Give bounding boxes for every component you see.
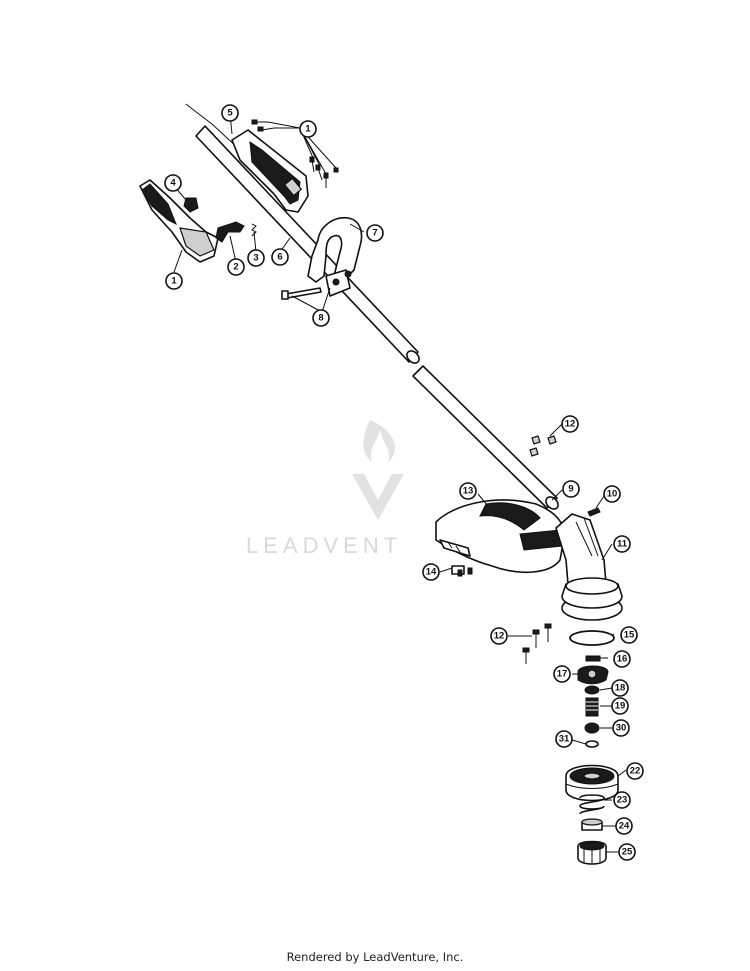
housing-screw bbox=[587, 507, 601, 517]
svg-text:25: 25 bbox=[622, 847, 633, 858]
svg-text:19: 19 bbox=[615, 701, 626, 712]
callout-9: 9 bbox=[562, 480, 580, 498]
svg-text:22: 22 bbox=[630, 766, 641, 777]
callout-22: 22 bbox=[626, 762, 644, 780]
washer-31 bbox=[585, 740, 599, 748]
handle-grip-left bbox=[139, 179, 219, 263]
callout-12: 12 bbox=[561, 415, 579, 433]
svg-text:3: 3 bbox=[253, 253, 258, 264]
guard-screws bbox=[451, 565, 473, 577]
trigger bbox=[215, 221, 245, 243]
callout-16: 16 bbox=[613, 650, 631, 668]
callout-15: 15 bbox=[620, 626, 638, 644]
svg-text:1: 1 bbox=[171, 276, 177, 287]
trimmer-guard bbox=[435, 499, 565, 574]
callout-7: 7 bbox=[366, 224, 384, 242]
svg-text:2: 2 bbox=[233, 262, 238, 273]
spool-spring bbox=[579, 794, 605, 815]
trigger-spring bbox=[251, 223, 257, 237]
svg-text:14: 14 bbox=[426, 567, 437, 578]
svg-text:23: 23 bbox=[617, 795, 628, 806]
svg-text:15: 15 bbox=[624, 630, 635, 641]
callout-4: 4 bbox=[164, 174, 182, 192]
bump-spring bbox=[585, 697, 599, 717]
svg-text:16: 16 bbox=[617, 654, 628, 665]
callout-19: 19 bbox=[611, 697, 629, 715]
footer-credit: Rendered by LeadVenture, Inc. bbox=[286, 950, 464, 964]
callout-3: 3 bbox=[247, 249, 265, 267]
callout-25: 25 bbox=[618, 843, 636, 861]
svg-text:6: 6 bbox=[277, 252, 282, 263]
svg-text:12: 12 bbox=[565, 419, 576, 430]
svg-text:9: 9 bbox=[568, 484, 573, 495]
svg-text:31: 31 bbox=[559, 734, 570, 745]
head-housing bbox=[555, 513, 623, 621]
svg-text:10: 10 bbox=[607, 489, 618, 500]
bump-knob bbox=[577, 840, 607, 865]
spool-cover bbox=[581, 818, 603, 831]
callout-11: 11 bbox=[613, 535, 631, 553]
callout-6: 6 bbox=[271, 248, 289, 266]
lower-shaft bbox=[412, 365, 559, 510]
housing-screws bbox=[251, 119, 339, 188]
callout-10: 10 bbox=[603, 485, 621, 503]
trimmer-spool bbox=[565, 764, 619, 802]
callout-18: 18 bbox=[611, 679, 629, 697]
callout-12: 12 bbox=[490, 627, 508, 645]
upper-shaft bbox=[195, 125, 420, 364]
callout-30: 30 bbox=[612, 719, 630, 737]
handle-housing-right bbox=[231, 129, 309, 213]
shaft-nuts bbox=[529, 435, 557, 457]
callout-17: 17 bbox=[553, 665, 571, 683]
svg-text:8: 8 bbox=[318, 313, 323, 324]
callout-31: 31 bbox=[555, 730, 573, 748]
svg-text:18: 18 bbox=[615, 683, 626, 694]
svg-text:11: 11 bbox=[617, 539, 628, 550]
svg-text:4: 4 bbox=[170, 178, 176, 189]
svg-text:1: 1 bbox=[305, 124, 311, 135]
callout-5: 5 bbox=[221, 104, 239, 122]
watermark: LEADVENT bbox=[246, 420, 404, 558]
watermark-text: LEADVENT bbox=[246, 533, 402, 558]
callout-23: 23 bbox=[613, 791, 631, 809]
callout-13: 13 bbox=[459, 482, 477, 500]
callout-8: 8 bbox=[312, 309, 330, 327]
callout-1: 1 bbox=[165, 272, 183, 290]
svg-text:24: 24 bbox=[619, 821, 630, 832]
svg-text:12: 12 bbox=[494, 631, 505, 642]
throttle-cable bbox=[185, 103, 241, 151]
handle-bolt bbox=[281, 287, 322, 300]
svg-text:5: 5 bbox=[227, 108, 233, 119]
callout-24: 24 bbox=[615, 817, 633, 835]
drive-hub bbox=[577, 655, 609, 685]
callout-14: 14 bbox=[422, 563, 440, 581]
washer-30 bbox=[584, 722, 600, 734]
lower-screws bbox=[522, 623, 552, 664]
callout-1: 1 bbox=[299, 120, 317, 138]
callout-2: 2 bbox=[227, 258, 245, 276]
svg-text:7: 7 bbox=[372, 228, 377, 239]
assist-handle bbox=[307, 216, 363, 297]
svg-text:13: 13 bbox=[463, 486, 474, 497]
hub-nut bbox=[584, 685, 600, 695]
trigger-lock bbox=[183, 197, 199, 213]
svg-text:17: 17 bbox=[557, 669, 568, 680]
svg-text:30: 30 bbox=[616, 723, 627, 734]
retainer-ring bbox=[569, 630, 615, 646]
